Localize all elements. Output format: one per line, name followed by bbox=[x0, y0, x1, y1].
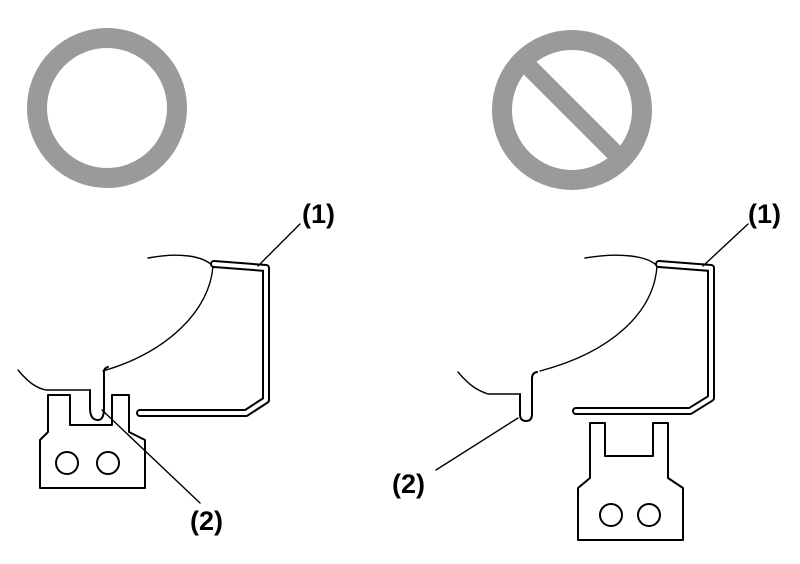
callout-1-left: (1) bbox=[302, 199, 335, 229]
leader-2-right bbox=[435, 417, 519, 471]
terminal-block bbox=[39, 394, 146, 489]
hole-right bbox=[96, 451, 120, 475]
housing-outline-right bbox=[457, 254, 658, 395]
callout-2-right: (2) bbox=[392, 469, 425, 499]
hole-left bbox=[55, 451, 79, 475]
leader-1-right bbox=[702, 223, 749, 267]
correct-circle-icon bbox=[27, 28, 187, 188]
bracket-part-right bbox=[572, 260, 715, 415]
hole-left-right bbox=[599, 503, 623, 527]
left-panel: (1) (2) bbox=[17, 28, 335, 536]
callout-2-left: (2) bbox=[190, 506, 223, 536]
prohibited-circle-icon bbox=[492, 30, 652, 190]
hole-right-right bbox=[637, 503, 661, 527]
bracket-part bbox=[136, 260, 270, 417]
right-panel: (1) (2) bbox=[392, 30, 781, 541]
terminal-block-right bbox=[577, 422, 684, 541]
hook-tab-right bbox=[519, 371, 538, 422]
callout-1-right: (1) bbox=[748, 199, 781, 229]
housing-outline bbox=[17, 254, 214, 391]
leader-1-left bbox=[257, 223, 301, 267]
hook-tab bbox=[89, 366, 109, 421]
leader-2-left bbox=[101, 409, 201, 504]
